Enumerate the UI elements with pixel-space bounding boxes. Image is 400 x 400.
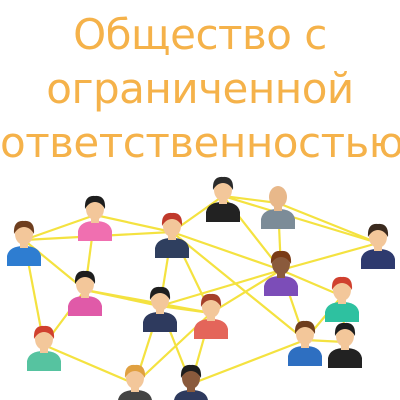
network-link (171, 230, 282, 272)
network-link (43, 343, 136, 386)
person-body (261, 209, 295, 229)
person-body (78, 221, 112, 241)
person-head (269, 186, 287, 208)
person-head (126, 367, 144, 389)
person-hair (161, 212, 183, 226)
person-body (361, 249, 395, 269)
person-head (296, 323, 314, 345)
person-head (369, 226, 387, 248)
title-line-3: ответственностью (0, 118, 400, 167)
network-link (222, 194, 379, 245)
person-body (264, 276, 298, 296)
network-link (210, 269, 282, 314)
network-links (22, 194, 379, 386)
person-head (336, 325, 354, 347)
person-body (206, 202, 240, 222)
person-bearded-man-right (361, 223, 395, 269)
network-link (171, 231, 306, 341)
person-hair (270, 250, 292, 264)
person-woman-black-hair-left (78, 195, 112, 241)
network-link (277, 201, 379, 245)
person-man-glasses-right (288, 320, 322, 366)
person-head (202, 296, 220, 318)
person-woman-red-hair-bottom-left (27, 325, 61, 371)
person-woman-dark-hair-left (68, 270, 102, 316)
person-man-suit-top (206, 176, 240, 222)
network-link (190, 338, 306, 386)
network-people (7, 176, 395, 400)
title-line-1: Общество с (73, 10, 327, 59)
person-head (86, 198, 104, 220)
person-hair (124, 364, 146, 378)
person-head (151, 289, 169, 311)
person-woman-glasses-bottom (118, 364, 152, 400)
person-woman-red-hair-center (194, 293, 228, 339)
person-head (76, 273, 94, 295)
person-man-dark-bottom (174, 364, 208, 400)
person-hair (331, 276, 353, 290)
person-body (194, 319, 228, 339)
person-hair (334, 322, 356, 336)
title-line-2: ограниченной (46, 64, 354, 113)
person-body (325, 302, 359, 322)
person-hair (294, 320, 316, 334)
person-head (214, 179, 232, 201)
person-head (35, 328, 53, 350)
person-body (118, 390, 152, 400)
person-body (288, 346, 322, 366)
person-man-red-hair-center (155, 212, 189, 258)
person-body (174, 390, 208, 400)
person-body (68, 296, 102, 316)
person-hair (367, 223, 389, 237)
person-hair (84, 195, 106, 209)
person-body (27, 351, 61, 371)
network-link (84, 288, 212, 315)
person-bald-man (261, 186, 295, 229)
person-hair (149, 286, 171, 300)
network-link (159, 268, 282, 308)
person-hair (33, 325, 55, 339)
network-link (222, 194, 279, 205)
person-head (272, 253, 290, 275)
person-head (163, 215, 181, 237)
network-link (94, 213, 173, 234)
network-link (280, 241, 379, 272)
person-head (333, 279, 351, 301)
person-head (15, 223, 33, 245)
person-woman-red-hair-right (325, 276, 359, 322)
network-link (23, 213, 96, 242)
person-body (143, 312, 177, 332)
network-link (280, 268, 343, 298)
person-body (7, 246, 41, 266)
title: Общество с ограниченной ответственностью (0, 8, 400, 170)
person-body (328, 348, 362, 368)
person-hair (200, 293, 222, 307)
person-body (155, 238, 189, 258)
person-head (182, 367, 200, 389)
person-hair (212, 176, 234, 190)
person-man-beard-center (143, 286, 177, 332)
person-man-blue-left (7, 220, 41, 266)
person-woman-curly-hair (264, 250, 298, 296)
person-hair (74, 270, 96, 284)
person-hair (180, 364, 202, 378)
person-hair (13, 220, 35, 234)
person-man-tie-right (328, 322, 362, 368)
